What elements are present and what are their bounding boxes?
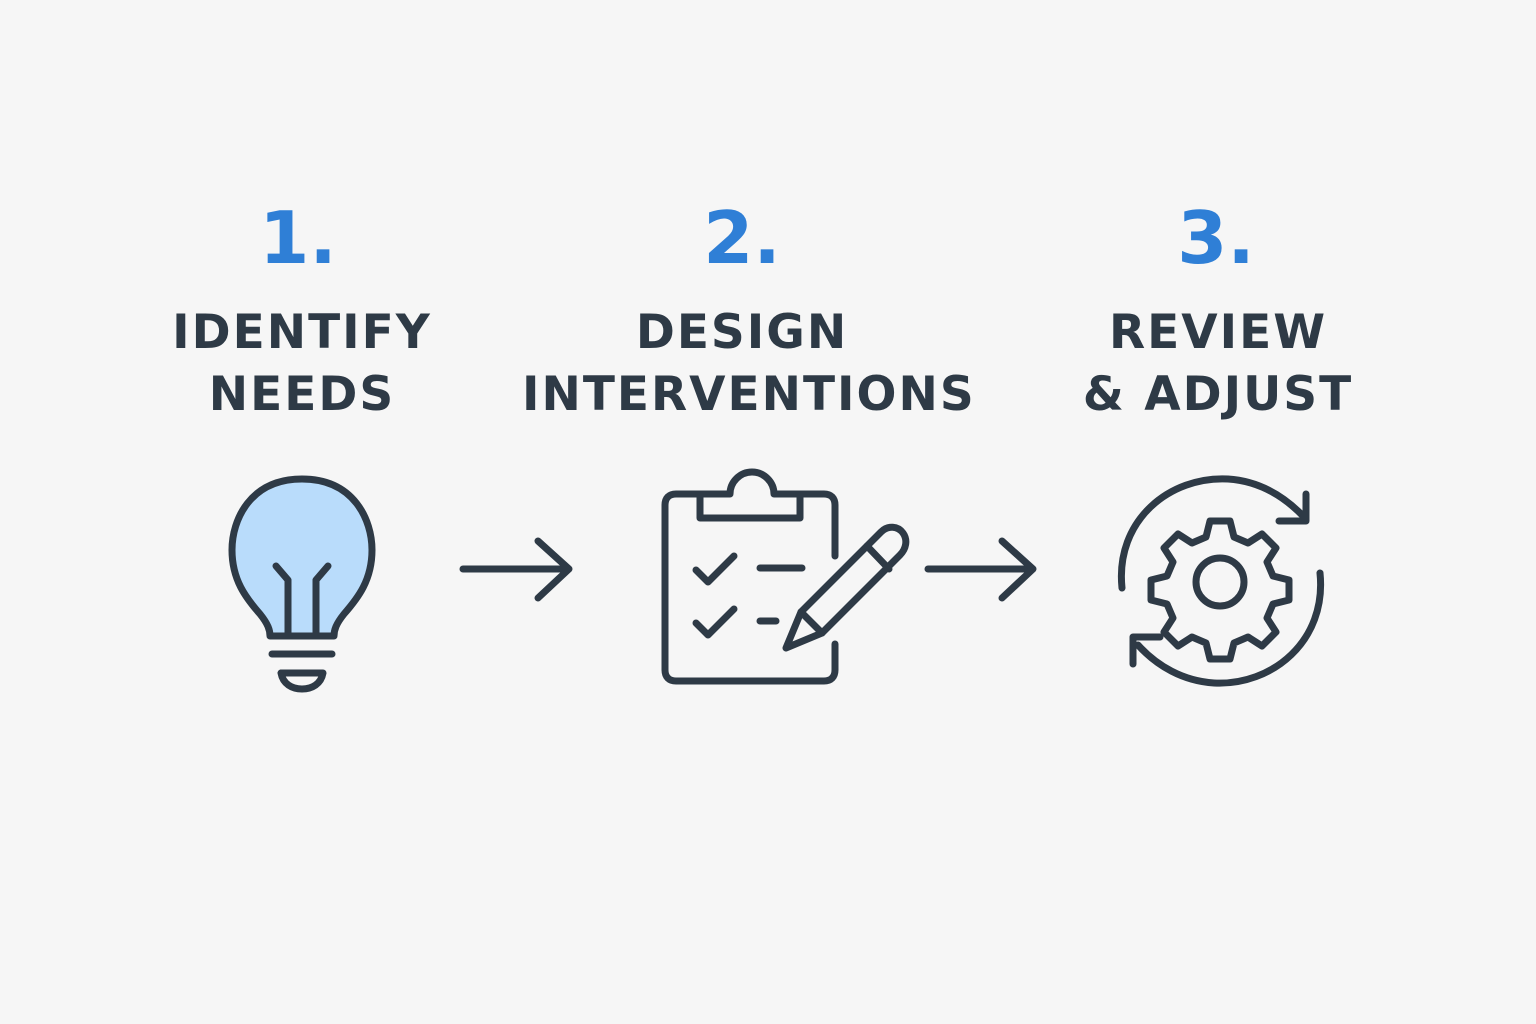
step-title-line: INTERVENTIONS — [522, 367, 976, 422]
step-title-line: NEEDS — [208, 367, 396, 422]
step-number: 2. — [703, 196, 781, 280]
step-title-line: IDENTIFY — [172, 305, 432, 360]
step-title: IDENTIFY NEEDS — [82, 302, 522, 426]
step-title: REVIEW & ADJUST — [998, 302, 1438, 426]
step-number: 3. — [1177, 196, 1255, 280]
step-title-line: REVIEW — [1108, 305, 1328, 360]
arrow-right-icon — [459, 537, 573, 602]
step-number: 1. — [259, 196, 337, 280]
step-title-line: DESIGN — [635, 305, 849, 360]
clipboard-checklist-pencil-icon — [661, 468, 910, 685]
arrow-right-icon — [924, 537, 1037, 602]
gear-cycle-icon — [1117, 475, 1325, 687]
lightbulb-icon — [228, 475, 376, 693]
step-title-line: & ADJUST — [1082, 367, 1354, 422]
step-title: DESIGN INTERVENTIONS — [522, 302, 976, 426]
